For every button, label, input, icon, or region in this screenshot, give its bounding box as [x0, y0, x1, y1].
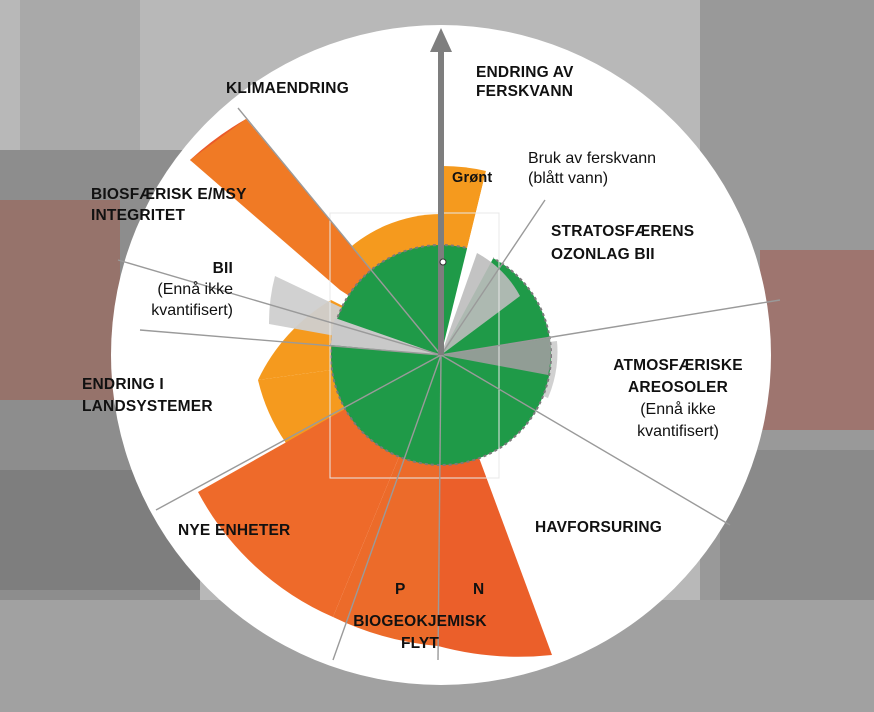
label-bii: BII (Ennå ikke kvantifisert)	[151, 260, 233, 319]
label-endring-av-ferskvann: ENDRING AV FERSKVANN	[476, 64, 574, 100]
ozone-grey-inner	[441, 253, 520, 355]
divider-line	[237, 107, 442, 356]
bii-grey-inner	[331, 318, 441, 355]
divider-line	[139, 329, 442, 356]
divider-line	[440, 199, 546, 356]
divider-line	[440, 354, 731, 526]
divider-line	[437, 354, 442, 661]
label-klimaendring: KLIMAENDRING	[226, 80, 349, 97]
label-atmosfaeriske-areosoler: ATMOSFÆRISKE AREOSOLER (Ennå ikke kvanti…	[613, 357, 743, 440]
label-nye-enheter: NYE ENHETER	[178, 522, 291, 539]
label-p: P	[395, 581, 406, 598]
divider-line	[440, 299, 781, 356]
aerosol-grey-inner	[441, 338, 551, 375]
label-endring-i-landsystemer: ENDRING I LANDSYSTEMER	[82, 376, 213, 415]
label-gront: Grønt	[452, 170, 493, 186]
divider-line	[155, 354, 442, 511]
divider-line	[332, 354, 442, 661]
label-bruk-av-ferskvann: Bruk av ferskvann (blått vann)	[528, 150, 657, 187]
label-biogeokjemisk-flyt: BIOGEOKJEMISK FLYT	[353, 613, 487, 652]
label-biosfaerisk-integritet: BIOSFÆRISK E/MSY INTEGRITET	[91, 186, 247, 224]
label-havforsuring: HAVFORSURING	[535, 519, 662, 536]
divider-line	[117, 259, 442, 356]
axis-arrow-head	[430, 28, 452, 52]
label-stratosfaerens: STRATOSFÆRENS OZONLAG BII	[551, 223, 695, 263]
center-marker	[439, 258, 447, 266]
label-n: N	[473, 581, 485, 598]
